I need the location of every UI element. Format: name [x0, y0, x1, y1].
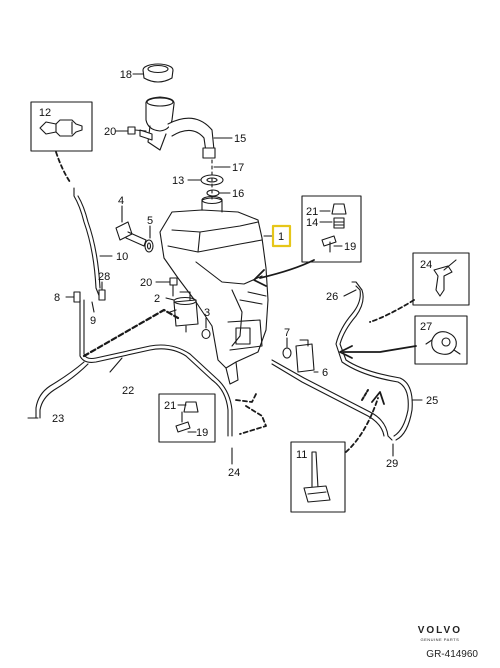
label-part-1: 1 — [278, 231, 284, 243]
callout-box-12 — [30, 101, 93, 152]
label-part-22: 22 — [122, 385, 134, 397]
level-sensor-4 — [115, 221, 147, 247]
bolt-20-mid — [169, 277, 178, 297]
label-part-7: 7 — [284, 327, 290, 339]
filler-cap — [142, 63, 174, 83]
label-part-6: 6 — [322, 367, 328, 379]
grommet-7 — [282, 347, 292, 359]
label-part-19-top: 19 — [344, 241, 356, 253]
brand-logo: VOLVO GENUINE PARTS — [418, 625, 462, 642]
hose-29 — [271, 359, 393, 441]
filler-neck — [139, 96, 216, 159]
highlight-box-part-1 — [271, 224, 292, 248]
label-part-26: 26 — [326, 291, 338, 303]
label-part-2: 2 — [154, 293, 160, 305]
washer-pump-6 — [295, 339, 315, 373]
label-part-20-mid: 20 — [140, 277, 152, 289]
label-part-17: 17 — [232, 162, 244, 174]
label-part-16: 16 — [232, 188, 244, 200]
label-part-21-top: 21 — [306, 206, 318, 218]
washer-reservoir — [159, 195, 269, 385]
label-part-27: 27 — [420, 321, 432, 333]
label-part-3: 3 — [204, 307, 210, 319]
label-part-4: 4 — [118, 195, 124, 207]
label-part-10: 10 — [116, 251, 128, 263]
label-part-12: 12 — [39, 107, 51, 119]
callout-box-11 — [290, 441, 346, 513]
label-part-11: 11 — [296, 449, 307, 461]
callout-box-21-14-19 — [301, 195, 362, 263]
label-part-24-right: 24 — [420, 259, 432, 271]
label-part-18: 18 — [120, 69, 132, 81]
grommet-5 — [144, 239, 154, 253]
label-part-25: 25 — [426, 395, 438, 407]
grommet-3 — [201, 328, 211, 340]
label-part-24-bottom: 24 — [228, 467, 240, 479]
label-part-8: 8 — [54, 292, 60, 304]
hose-26 — [335, 281, 413, 441]
brand-tagline: GENUINE PARTS — [420, 637, 460, 642]
connector-28 — [98, 289, 106, 301]
label-part-28: 28 — [98, 271, 110, 283]
o-ring-16 — [206, 189, 220, 197]
label-part-23: 23 — [52, 413, 64, 425]
label-part-29: 29 — [386, 458, 398, 470]
label-part-19-bottom: 19 — [196, 427, 208, 439]
callout-box-24 — [412, 252, 470, 306]
hose-10 — [73, 187, 101, 299]
callout-box-21-19 — [158, 393, 216, 443]
callout-box-27 — [414, 315, 468, 365]
washer-pump-2 — [169, 291, 199, 333]
label-part-13: 13 — [172, 175, 184, 187]
connector-8 — [73, 291, 81, 303]
label-part-14: 14 — [306, 217, 318, 229]
label-part-15: 15 — [234, 133, 246, 145]
label-part-9: 9 — [90, 315, 96, 327]
hose-22 — [35, 299, 233, 437]
brand-name: VOLVO — [417, 625, 462, 636]
label-part-5: 5 — [147, 215, 153, 227]
label-part-21-bottom: 21 — [164, 400, 176, 412]
label-part-20-top: 20 — [104, 126, 116, 138]
diagram-reference: GR-414960 — [426, 649, 478, 660]
